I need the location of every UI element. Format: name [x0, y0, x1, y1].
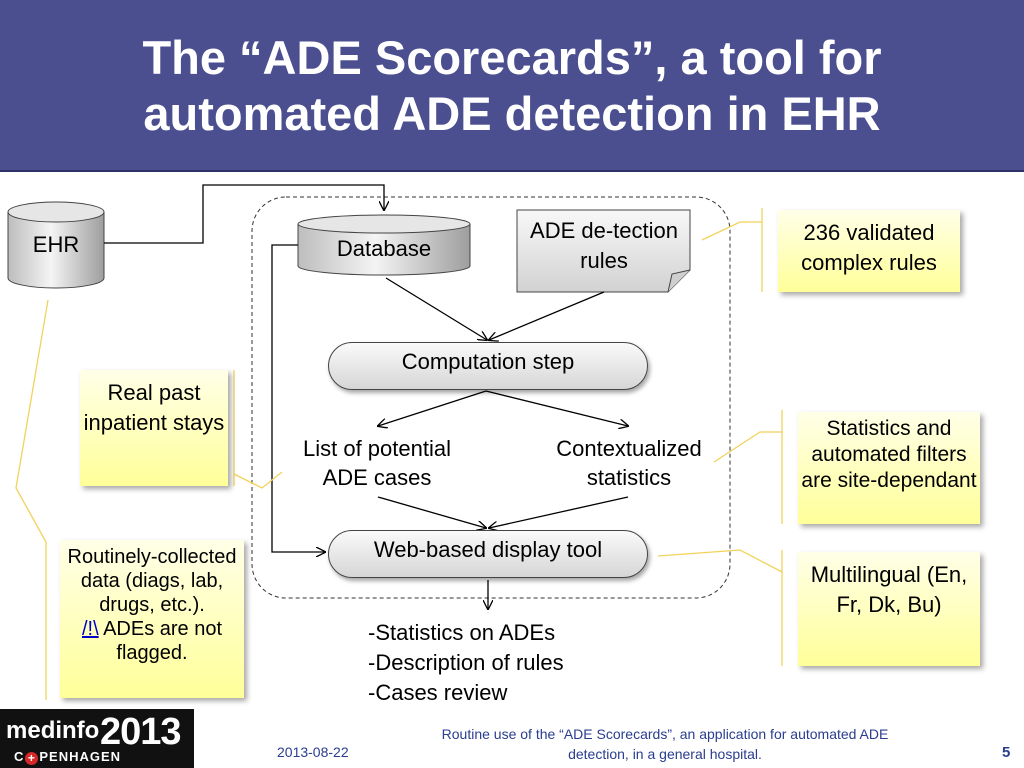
computation-step-node: Computation step	[328, 342, 648, 390]
rules-to-computation-arrow	[489, 291, 605, 340]
note-validated-rules: 236 validated complex rules	[778, 210, 960, 292]
routine-data-text: Routinely-collected data (diags, lab, dr…	[67, 546, 237, 616]
potential-cases-node: List of potential ADE cases	[303, 436, 451, 490]
logo-city: C+PENHAGEN	[14, 749, 121, 765]
output-item: -Cases review	[368, 680, 508, 705]
title-bar: The “ADE Scorecards”, a tool for automat…	[0, 0, 1024, 172]
cases-to-display-arrow	[377, 496, 486, 528]
callout-ehr	[15, 299, 49, 543]
warning-rest: ADEs are not flagged.	[98, 618, 223, 664]
contextualized-stats-node: Contextualized statistics	[556, 436, 702, 490]
outputs-list: -Statistics on ADEs -Description of rule…	[368, 618, 564, 708]
ehr-to-database-arrow	[104, 184, 384, 244]
database-cylinder	[297, 214, 471, 276]
callout-stats	[713, 431, 782, 463]
display-tool-label: Web-based display tool	[373, 537, 603, 562]
ehr-label: EHR	[32, 232, 80, 257]
routine-warning-text: /!\ ADEs are not flagged.	[60, 617, 244, 665]
callout-rules	[701, 221, 762, 241]
note-routine-data: Routinely-collected data (diags, lab, dr…	[60, 540, 244, 698]
callout-multilingual	[657, 549, 783, 573]
ehr-cylinder	[7, 201, 105, 289]
database-to-computation-arrow	[385, 277, 487, 340]
note-multilingual: Multilingual (En, Fr, Dk, Bu)	[798, 552, 980, 666]
stats-to-display-arrow	[489, 496, 629, 528]
computation-step-label: Computation step	[401, 349, 575, 374]
logo-word: medinfo	[6, 717, 100, 744]
display-tool-node: Web-based display tool	[328, 530, 648, 578]
database-to-display-arrow	[271, 244, 325, 552]
database-label: Database	[336, 236, 432, 261]
logo-year: 2013	[100, 711, 182, 753]
logo-city-initial: C	[14, 749, 25, 764]
computation-to-cases-arrow	[378, 390, 487, 426]
cross-icon: +	[25, 752, 39, 765]
computation-to-stats-arrow	[485, 390, 628, 426]
rules-label: ADE de-tection rules	[530, 218, 678, 273]
logo-city-rest: PENHAGEN	[39, 749, 122, 764]
page-number: 5	[1002, 744, 1011, 761]
footer-caption: Routine use of the “ADE Scorecards”, an …	[441, 726, 889, 762]
medinfo-logo: medinfo 2013 C+PENHAGEN	[0, 709, 194, 768]
output-item: -Description of rules	[368, 650, 564, 675]
note-inpatient-stays: Real past inpatient stays	[80, 370, 228, 486]
rules-document-fold	[667, 269, 691, 293]
note-site-dependant: Statistics and automated filters are sit…	[798, 412, 980, 524]
output-item: -Statistics on ADEs	[368, 620, 556, 645]
footer-date: 2013-08-22	[277, 744, 349, 760]
warning-link[interactable]: /!\	[81, 618, 99, 640]
slide-title: The “ADE Scorecards”, a tool for automat…	[142, 31, 882, 140]
system-boundary	[251, 196, 731, 599]
callout-inpatient	[233, 471, 283, 489]
